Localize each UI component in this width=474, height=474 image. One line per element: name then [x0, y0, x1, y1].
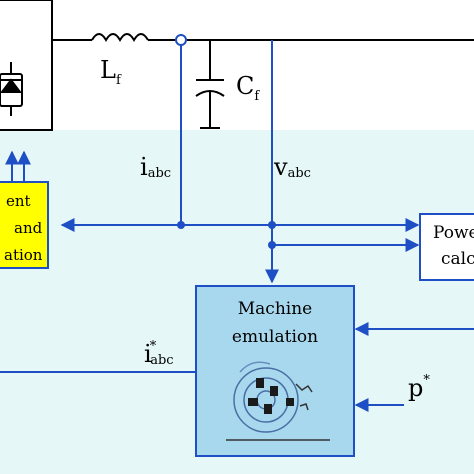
current-reference-label: i*abc — [144, 339, 174, 368]
current-controller-line3: ation — [4, 246, 43, 264]
junction-dot — [268, 221, 276, 229]
current-controller-line2: and — [14, 219, 43, 237]
machine-emulation-line2: emulation — [232, 327, 318, 347]
junction-dot — [268, 241, 276, 249]
measurement-lines — [0, 40, 474, 412]
inductor-coil — [91, 33, 149, 42]
current-sensor-icon — [175, 34, 187, 46]
voltage-signal-label: vabc — [273, 153, 311, 181]
current-controller-box — [0, 181, 49, 269]
capacitor-label: Cf — [236, 72, 260, 104]
power-calculation-box — [419, 213, 474, 281]
capacitor-icon — [195, 40, 225, 129]
current-signal-label: iabc — [140, 153, 171, 181]
converter-block — [0, 0, 53, 131]
machine-emulation-box — [195, 285, 355, 457]
power-calculation-line2: calc — [441, 249, 474, 269]
diode-bridge-icon — [0, 62, 23, 116]
machine-emulation-line1: Machine — [238, 299, 312, 319]
converter-box — [0, 0, 53, 131]
current-controller-line1: ent — [6, 192, 31, 210]
junction-dot — [177, 221, 185, 229]
power-reference-label: p* — [408, 373, 430, 402]
inductor-label: Lf — [100, 56, 122, 88]
power-line — [52, 33, 474, 42]
rotating-machine-icon — [226, 361, 330, 441]
power-calculation-line1: Powe — [433, 223, 474, 243]
